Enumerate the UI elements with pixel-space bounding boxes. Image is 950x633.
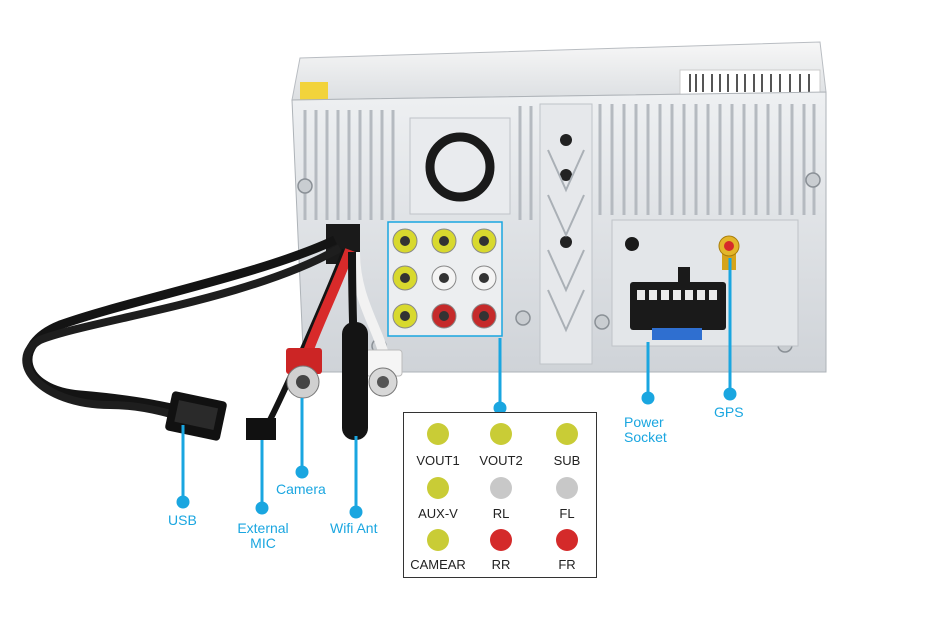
- legend-label-fr: FR: [558, 557, 576, 572]
- power-socket-label: Power Socket: [624, 414, 667, 445]
- mic-port: [625, 237, 639, 251]
- legend-dot-sub: [556, 423, 578, 445]
- legend-label-vout1: VOUT1: [416, 453, 460, 468]
- vent-pattern: [547, 149, 585, 333]
- legend-dot-vout2: [490, 423, 512, 445]
- legend-label-camear: CAMEAR: [410, 557, 466, 572]
- legend-label-rr: RR: [491, 557, 511, 572]
- legend-label-rl: RL: [492, 506, 510, 521]
- rca-legend: VOUT1 VOUT2 SUB AUX-V RL FL CAMEAR RR FR: [403, 412, 597, 578]
- legend-label-sub: SUB: [553, 453, 581, 468]
- rca-jacks: [392, 228, 497, 329]
- wifi-antenna-plug: [342, 322, 368, 440]
- wifi-ant-label: Wifi Ant: [330, 520, 378, 536]
- usb-port: [174, 400, 219, 430]
- legend-label-fl: FL: [559, 506, 575, 521]
- center-column: [539, 103, 593, 365]
- legend-dot-rl: [490, 477, 512, 499]
- power-socket: [630, 267, 726, 340]
- camera-label: Camera: [276, 481, 326, 497]
- usb-label: USB: [168, 512, 197, 528]
- legend-label-aux-v: AUX-V: [418, 506, 458, 521]
- legend-dot-aux-v: [427, 477, 449, 499]
- cooling-fins: [303, 104, 816, 220]
- mic-plug: [246, 418, 276, 440]
- legend-dot-camear: [427, 529, 449, 551]
- external-mic-label: External MIC: [237, 520, 289, 551]
- chassis-sticker: [300, 82, 328, 100]
- gps-connector: [718, 235, 740, 270]
- camera-rca-plug: [286, 348, 322, 399]
- barcode: [689, 74, 810, 92]
- gps-label: GPS: [714, 404, 744, 420]
- white-rca-plug: [365, 349, 403, 397]
- legend-dot-fr: [556, 529, 578, 551]
- legend-label-vout2: VOUT2: [479, 453, 523, 468]
- callout-lines: [176, 258, 737, 519]
- legend-dot-vout1: [427, 423, 449, 445]
- legend-dot-rr: [490, 529, 512, 551]
- fan-vent: [409, 117, 511, 215]
- legend-dot-fl: [556, 477, 578, 499]
- mount-holes: [560, 134, 572, 248]
